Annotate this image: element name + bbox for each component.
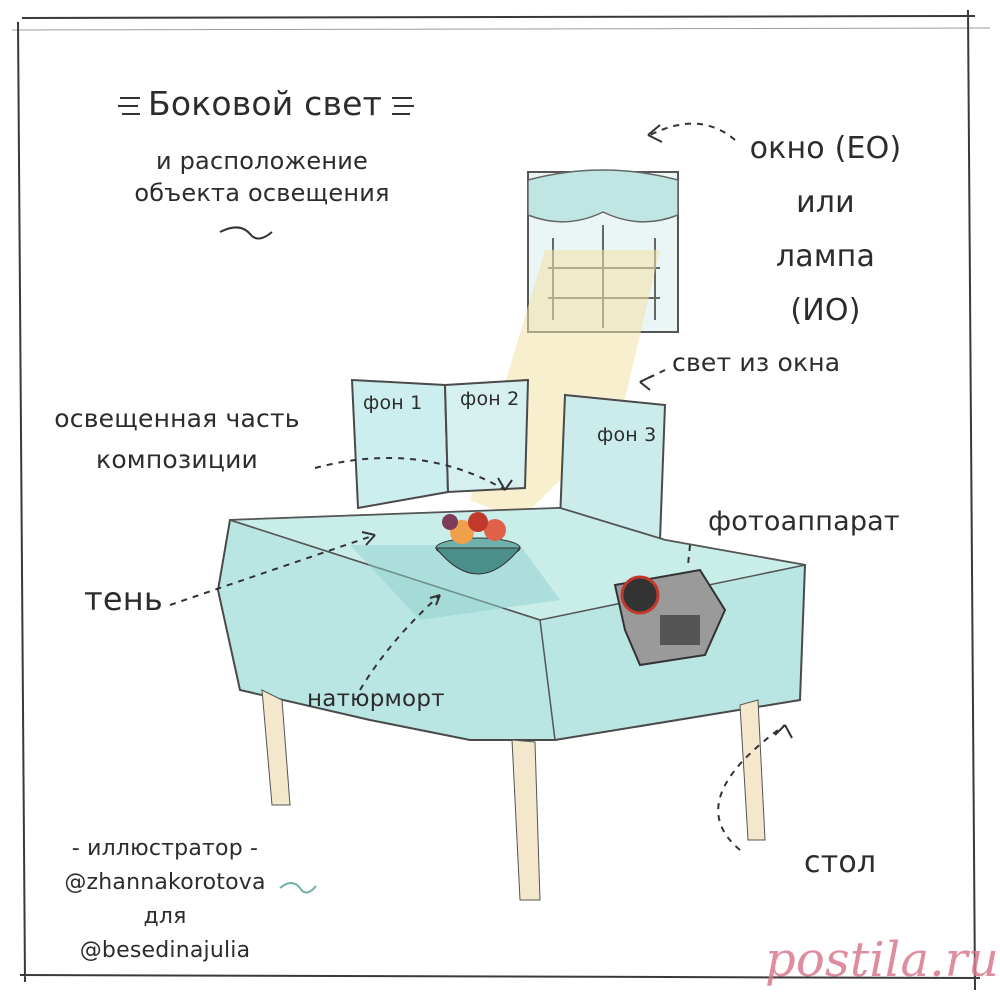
still-life-label: натюрморт: [307, 686, 445, 712]
light-from-window-label: свет из окна: [672, 348, 841, 377]
background2-label: фон 2: [460, 388, 520, 410]
decorative-swirl-icon: [219, 226, 273, 240]
page-title: Боковой свет: [148, 84, 383, 123]
shadow-label: тень: [84, 580, 163, 618]
title-dashes-icon: [118, 97, 414, 115]
watermark: postila.ru: [765, 932, 999, 988]
lit-part-label: освещенная часть композиции: [54, 404, 300, 474]
decorative-swirl-icon-credits: [279, 882, 317, 894]
page-subtitle: и расположение объекта освещения: [134, 147, 390, 207]
window-label: окно (ЕО) или лампа (ИО): [738, 122, 913, 338]
window-label-line1: окно (ЕО): [749, 131, 902, 166]
sketch-frame: [11, 9, 991, 991]
table-label: стол: [804, 845, 877, 880]
camera-illustration: [613, 568, 727, 667]
arrowheads: [361, 124, 793, 739]
credits-line2: @zhannakorotova: [64, 870, 266, 895]
window-label-line2: или: [796, 185, 855, 220]
background-panels: [350, 378, 667, 542]
annotation-arrows: [169, 122, 786, 851]
credits: - иллюстратор - @zhannakorotova для @bes…: [60, 832, 270, 968]
background1-label: фон 1: [363, 392, 423, 414]
camera-label: фотоаппарат: [708, 506, 900, 537]
background3-label: фон 3: [597, 424, 657, 446]
credits-line3: для @besedinajulia: [79, 904, 251, 963]
fruit-bowl: [434, 512, 522, 575]
credits-line1: - иллюстратор -: [71, 836, 259, 861]
window-label-line3: лампа (ИО): [775, 239, 876, 328]
